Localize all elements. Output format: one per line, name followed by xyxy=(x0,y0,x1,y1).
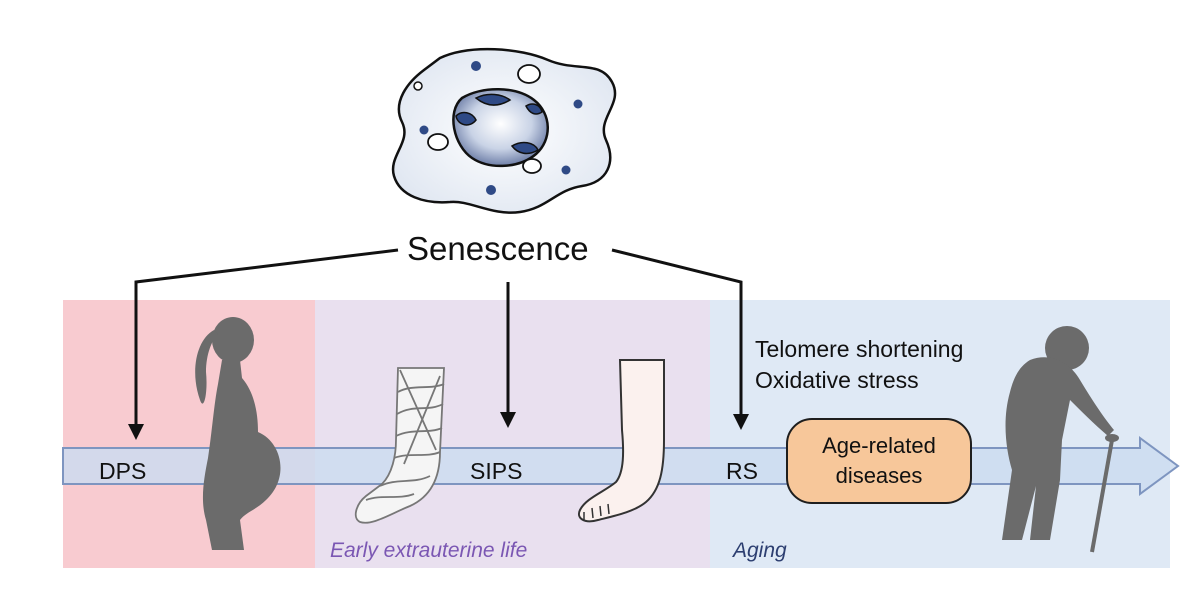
arrowhead-sips xyxy=(500,412,516,428)
arrow-to-rs xyxy=(611,248,743,422)
cause-oxidative-stress: Oxidative stress xyxy=(755,367,919,393)
arrowhead-rs xyxy=(733,414,749,430)
aging-label: Aging xyxy=(733,539,787,562)
early-extrauterine-life-label: Early extrauterine life xyxy=(330,539,528,562)
disease-line-2: diseases xyxy=(835,463,923,488)
walking-cane xyxy=(1090,439,1114,553)
senescent-cell-illustration xyxy=(391,47,617,214)
bare-leg-illustration xyxy=(578,359,665,523)
connector-arrows xyxy=(134,248,743,432)
cause-telomere-shortening: Telomere shortening xyxy=(755,336,964,362)
disease-line-1: Age-related xyxy=(822,433,936,458)
arrow-to-dps xyxy=(134,248,399,432)
senescence-title: Senescence xyxy=(407,230,589,267)
arrowhead-dps xyxy=(128,424,144,440)
dps-label: DPS xyxy=(99,458,147,484)
sips-label: SIPS xyxy=(470,458,523,484)
age-related-diseases-box: Age-related diseases xyxy=(786,418,972,504)
bandaged-leg-illustration xyxy=(354,367,445,524)
cane-handle xyxy=(1105,434,1119,442)
pregnant-woman-silhouette xyxy=(195,317,281,550)
rs-label: RS xyxy=(726,458,758,484)
prenatal-band xyxy=(63,300,315,568)
elderly-man-silhouette xyxy=(1002,326,1114,540)
